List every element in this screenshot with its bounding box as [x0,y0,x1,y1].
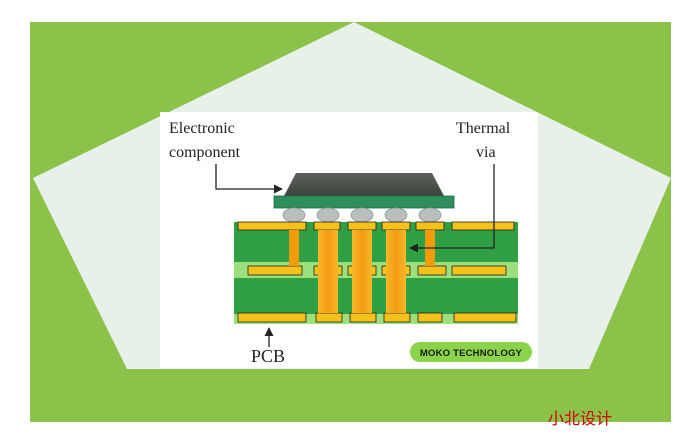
electronic-component-chip [284,173,444,196]
solder-ball [316,207,340,223]
electronic-component-label-line1: Electronic [169,120,235,137]
copper-pad [381,221,411,231]
thermal-via [386,230,406,313]
thermal-via-label-line1: Thermal [456,120,511,137]
thermal-via-label-line2: via [476,144,496,161]
pcb-layer-bottom [234,278,518,314]
inner-copper-pad [247,265,303,276]
solder-ball [384,207,408,223]
bottom-copper-pad [453,312,517,323]
copper-pad [237,221,307,231]
pcb-board [234,221,518,324]
pcb-label: PCB [251,346,285,366]
electronic-component-arrow [215,164,283,194]
copper-pad [313,221,341,231]
solder-ball [350,207,374,223]
inner-copper-pad [417,265,447,276]
bottom-copper-pad [349,312,377,323]
thermal-via [352,230,372,313]
solder-ball [282,207,306,223]
bottom-copper-pad [417,312,443,323]
copper-pad [347,221,377,231]
solder-ball [418,207,442,223]
bottom-copper-pad [383,312,411,323]
bottom-copper-pad [315,312,343,323]
electronic-component-label-line2: component [169,144,241,161]
copper-pad [415,221,445,231]
thermal-via-arrow [409,164,495,253]
brand-badge-pill [410,342,532,362]
watermark-text: 小北设计 [548,409,612,428]
bottom-copper-pad [237,312,307,323]
copper-pad [451,221,515,231]
brand-badge-text: MOKO TECHNOLOGY [420,348,523,359]
blind-via [289,230,299,266]
solder-balls [282,207,442,223]
inner-copper-pad [451,265,507,276]
chip-carrier-pad [273,195,455,209]
brand-badge: MOKO TECHNOLOGY [410,342,532,362]
thermal-via [318,230,338,313]
